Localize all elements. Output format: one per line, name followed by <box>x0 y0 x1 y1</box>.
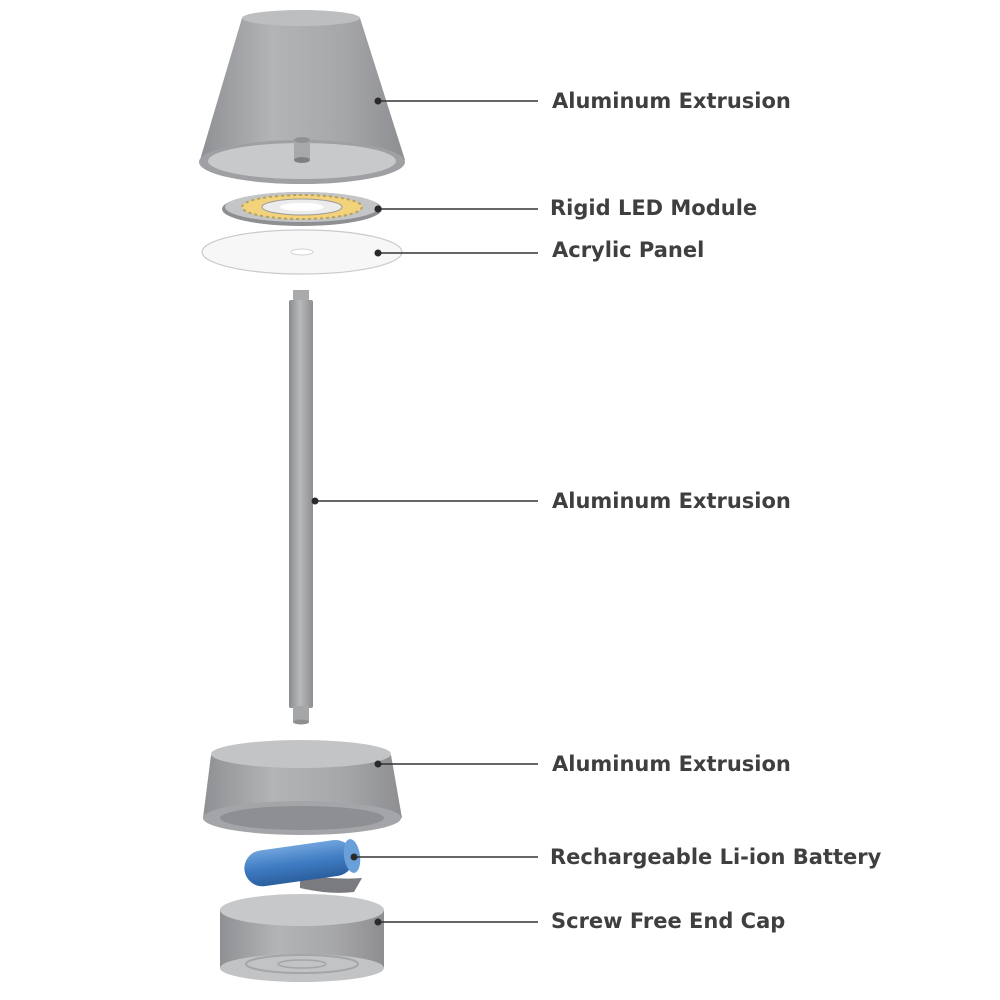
battery <box>244 839 362 893</box>
base-ring <box>203 740 402 835</box>
leader-dot-end-cap <box>374 918 382 926</box>
end-cap <box>220 894 384 982</box>
leader-dot-stem <box>311 497 319 505</box>
led-module <box>222 192 382 226</box>
leader-dot-shade <box>374 97 382 105</box>
label-shade: Aluminum Extrusion <box>552 89 791 113</box>
leader-dot-base <box>374 760 382 768</box>
acrylic-panel <box>201 229 403 275</box>
label-led-module: Rigid LED Module <box>550 196 758 220</box>
leader-dot-battery <box>350 853 358 861</box>
lamp-shade <box>199 10 405 184</box>
label-end-cap: Screw Free End Cap <box>551 909 786 933</box>
stem-tube <box>289 290 313 725</box>
leader-dot-acrylic <box>374 249 382 257</box>
label-base: Aluminum Extrusion <box>552 752 791 776</box>
leader-lines <box>311 97 538 926</box>
label-battery: Rechargeable Li-ion Battery <box>550 845 882 869</box>
leader-dot-led <box>374 205 382 213</box>
label-acrylic-panel: Acrylic Panel <box>552 238 705 262</box>
label-stem: Aluminum Extrusion <box>552 489 791 513</box>
